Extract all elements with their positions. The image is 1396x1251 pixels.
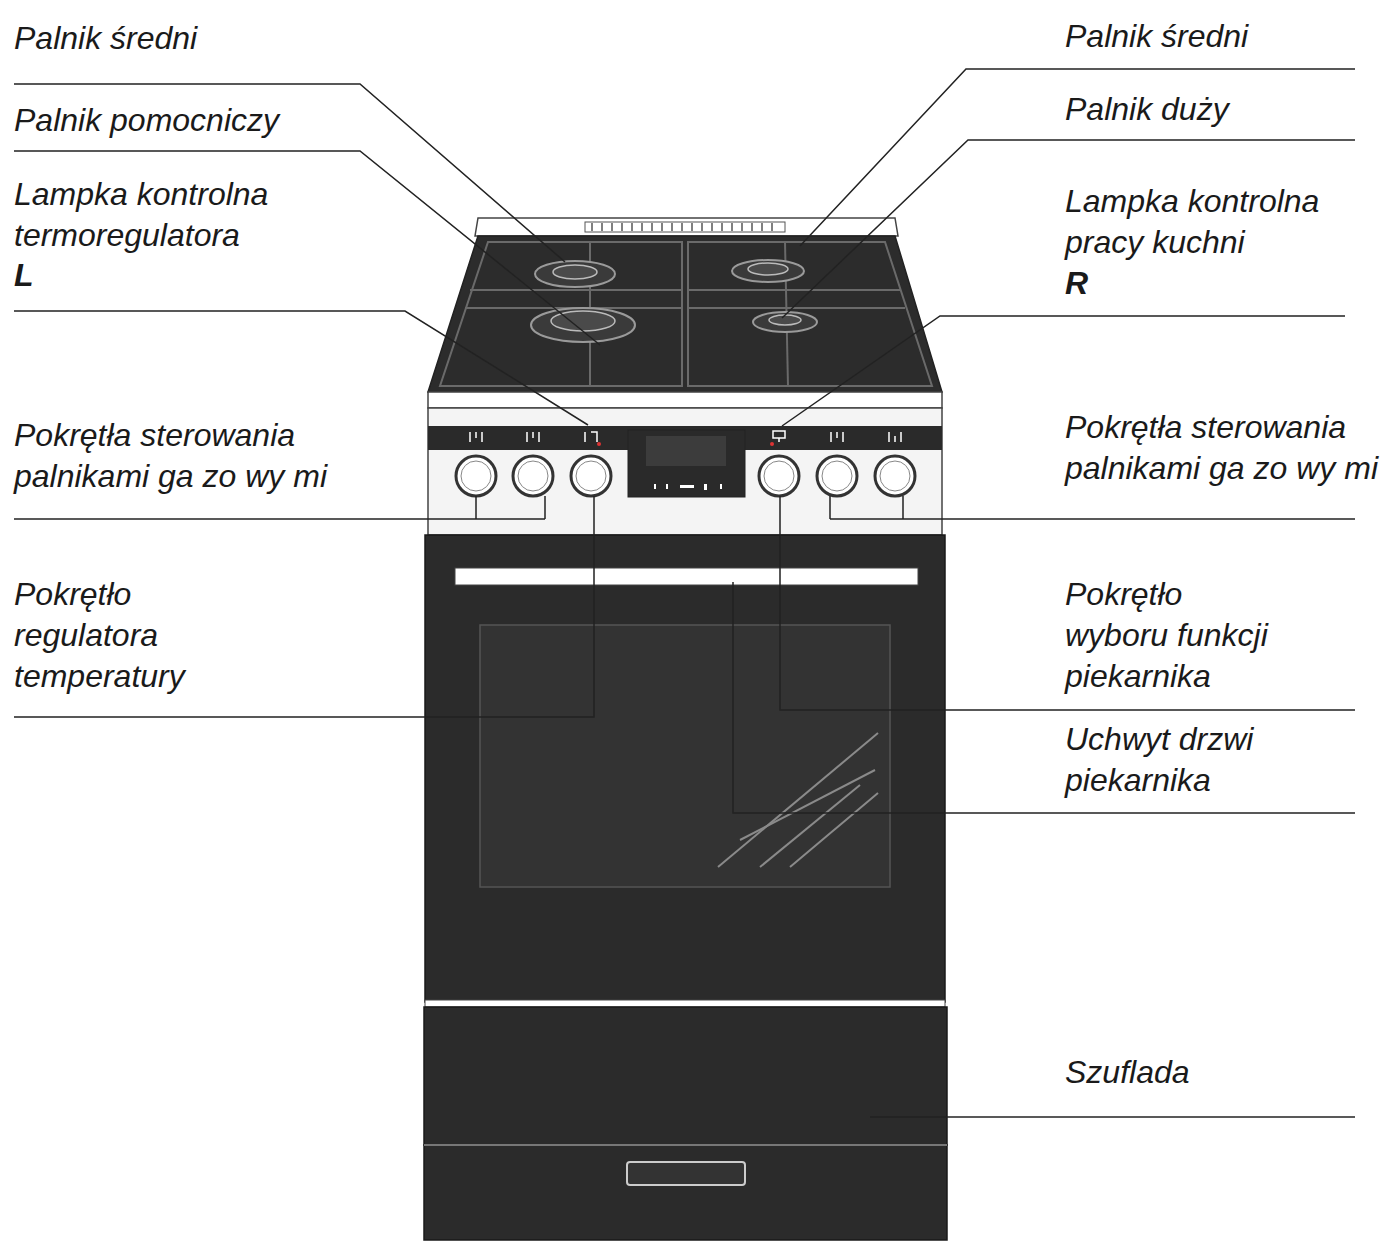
control-panel (428, 392, 942, 535)
back-vent (475, 218, 898, 236)
part-label: Lampka kontrolna termoregulatora (14, 174, 304, 256)
part-label: Palnik średni (1065, 16, 1385, 57)
part-label: Pokrętło wyboru funkcji piekarnika (1065, 574, 1280, 697)
oven-door (425, 535, 945, 1007)
drawer (424, 1007, 947, 1240)
part-label: Pokrętła sterowania palnikami ga zo wy m… (1065, 407, 1396, 489)
part-label: Szuflada (1065, 1052, 1365, 1093)
leader-lines (14, 69, 1355, 1117)
part-label: R (1065, 263, 1125, 304)
part-label: Lampka kontrolna pracy kuchni (1065, 181, 1355, 263)
part-label: Palnik średni (14, 18, 374, 59)
part-label: L (14, 255, 74, 296)
part-label: Pokrętła sterowania palnikami ga zo wy m… (14, 415, 354, 497)
part-label: Palnik pomocniczy (14, 100, 374, 141)
part-label: Uchwyt drzwi piekarnika (1065, 719, 1295, 801)
part-label: Palnik duży (1065, 89, 1385, 130)
part-label: Pokrętło regulatora temperatury (14, 574, 214, 697)
